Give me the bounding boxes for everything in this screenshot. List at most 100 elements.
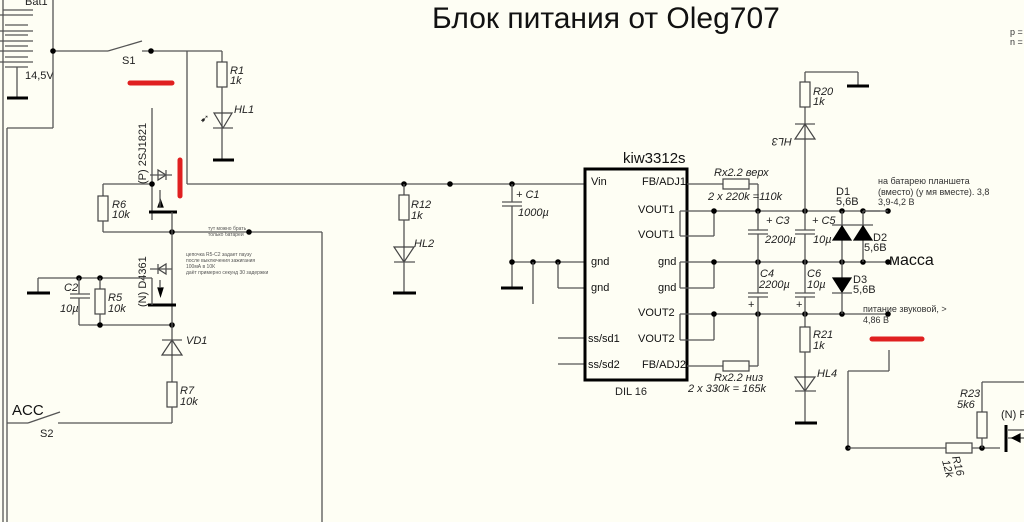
note-tablet-line1: на батарею планшета (878, 176, 970, 186)
transistor-d4361: (N) D4361 (137, 256, 176, 307)
led-hl4: HL4 (793, 368, 837, 393)
switch-s2: ACC S2 (7, 402, 172, 440)
capacitor-c6-value: 10µ (807, 279, 826, 291)
resistor-r1-name: R1 (230, 65, 244, 77)
led-hl2: HL2 (392, 238, 434, 264)
capacitor-c4-plus: + (748, 299, 754, 311)
resistor-r23-name: R23 (960, 388, 981, 400)
diode-vd1: VD1 (160, 335, 207, 356)
led-hl1: HL1 ➹ (200, 104, 254, 130)
capacitor-c3-value: 2200µ (764, 234, 796, 246)
resistor-r7-name: R7 (180, 385, 195, 397)
note-sound-line2: 4,86 B (863, 315, 889, 325)
resistor-r16-name: R16 (949, 455, 966, 478)
corner-text-n: n = (1010, 37, 1023, 47)
resistor-r23 (976, 411, 988, 439)
resistor-r1 (216, 61, 228, 88)
ic-name: kiw3312s (623, 150, 686, 167)
resistor-rx-upper-name: Rx2.2 верх (714, 167, 769, 179)
tiny-note-2-line3: 100мА в 10К (186, 264, 215, 270)
capacitor-c6-name: C6 (807, 268, 822, 280)
battery-name: Bat1 (25, 0, 48, 8)
transistor-d4361-label: (N) D4361 (137, 256, 149, 307)
capacitor-c2-name: C2 (64, 282, 78, 294)
tiny-note-2-line2: после выключения зажигания (186, 258, 255, 264)
ic-pin-ss-sd2: ss/sd2 (588, 359, 620, 371)
capacitor-c4-value: 2200µ (758, 279, 790, 291)
resistor-r20-name: R20 (813, 86, 834, 98)
led-hl3-label: HL3 (771, 135, 792, 147)
led-hl2-label: HL2 (414, 238, 434, 250)
capacitor-c6-plus: + (796, 299, 802, 311)
resistor-r1-value: 1k (230, 75, 242, 87)
resistor-r7-value: 10k (180, 396, 198, 408)
ic-pin-gnd-left-1: gnd (591, 256, 609, 268)
led-hl1-label: HL1 (234, 104, 254, 116)
resistor-rx-lower-value: 2 x 330k = 165k (687, 383, 766, 395)
resistor-r21 (799, 326, 811, 353)
resistor-rx-upper-value: 2 x 220k =110k (707, 191, 783, 203)
capacitor-c4-name: C4 (760, 268, 774, 280)
ic-pin-fb-adj1: FB/ADJ1 (642, 176, 686, 188)
zener-d3: D3 5,6B (831, 274, 876, 296)
resistor-rx-lower-name: Rx2.2 низ (714, 372, 763, 384)
resistor-rx-upper (722, 178, 750, 190)
tiny-note-2-line1: цепочка R5-C2 задает паузу (186, 252, 252, 258)
capacitor-c2-value: 10µ (60, 303, 79, 315)
ic-pin-ss-sd1: ss/sd1 (588, 333, 620, 345)
light-arrows-icon: ➹ (200, 113, 209, 125)
zener-d3-name: D3 (853, 274, 867, 286)
ic-pin-vout2-b: VOUT2 (638, 333, 675, 345)
zener-d2-value: 5,6B (864, 242, 887, 254)
resistor-r20 (799, 81, 811, 108)
resistor-r16-value: 12k (939, 459, 955, 480)
tiny-note-2-line4: даёт примерно секунд 30 задержки (186, 270, 268, 276)
resistor-r6-value: 10k (112, 209, 130, 221)
schematic-title: Блок питания от Oleg707 (432, 2, 780, 35)
transistor-2sj1821: (P) 2SJ1821 (137, 108, 177, 220)
capacitor-c3-name: + C3 (766, 215, 790, 227)
ic-pin-gnd-left-2: gnd (591, 282, 609, 294)
capacitor-c1-name: + C1 (516, 189, 540, 201)
switch-s2-label: S2 (40, 428, 53, 440)
battery-bat1: Bat1 14,5V (0, 0, 54, 522)
resistor-r21-name: R21 (813, 329, 833, 341)
switch-s1-label: S1 (122, 55, 135, 67)
battery-voltage: 14,5V (25, 70, 54, 82)
ic-package: DIL 16 (615, 386, 647, 398)
resistor-r16 (945, 442, 973, 454)
zener-d2: D2 5,6B (852, 224, 887, 254)
ic-pin-vout1-a: VOUT1 (638, 204, 675, 216)
transistor-2sj1821-label: (P) 2SJ1821 (137, 123, 149, 184)
led-hl4-label: HL4 (817, 368, 837, 380)
tiny-note-1-line2: только батареи (208, 232, 244, 238)
label-ground-massa: масса (889, 252, 934, 269)
capacitor-c1-value: 1000µ (518, 207, 549, 219)
zener-d2-name: D2 (873, 232, 887, 244)
switch-s1: S1 (50, 40, 222, 67)
ic-pin-fb-adj2: FB/ADJ2 (642, 359, 686, 371)
resistor-r23-value: 5k6 (957, 399, 976, 411)
ic-pin-gnd-right-2: gnd (658, 282, 676, 294)
resistor-r6-name: R6 (112, 199, 127, 211)
ic-pin-vout1-b: VOUT1 (638, 229, 675, 241)
ic-pin-gnd-right-1: gnd (658, 256, 676, 268)
ic-pin-vin: Vin (591, 176, 607, 188)
zener-d3-value: 5,6B (853, 284, 876, 296)
resistor-r12-name: R12 (411, 199, 431, 211)
transistor-n-fet-label: (N) F (1001, 409, 1024, 421)
resistor-r12-value: 1k (411, 210, 423, 222)
resistor-rx-lower (722, 360, 750, 372)
resistor-r5-value: 10k (108, 303, 126, 315)
resistor-r6 (97, 195, 109, 222)
capacitor-c5-name: + C5 (812, 215, 836, 227)
resistor-r7 (166, 381, 178, 408)
ic-pin-vout2-a: VOUT2 (638, 307, 675, 319)
resistor-r21-value: 1k (813, 340, 825, 352)
resistor-r5-name: R5 (108, 292, 123, 304)
note-sound-line1: питание звуковой, > (863, 304, 947, 314)
note-tablet-line3: 3,9-4,2 B (878, 197, 915, 207)
led-hl3: HL3 (771, 122, 817, 147)
zener-d1: D1 5,6B (831, 186, 873, 241)
